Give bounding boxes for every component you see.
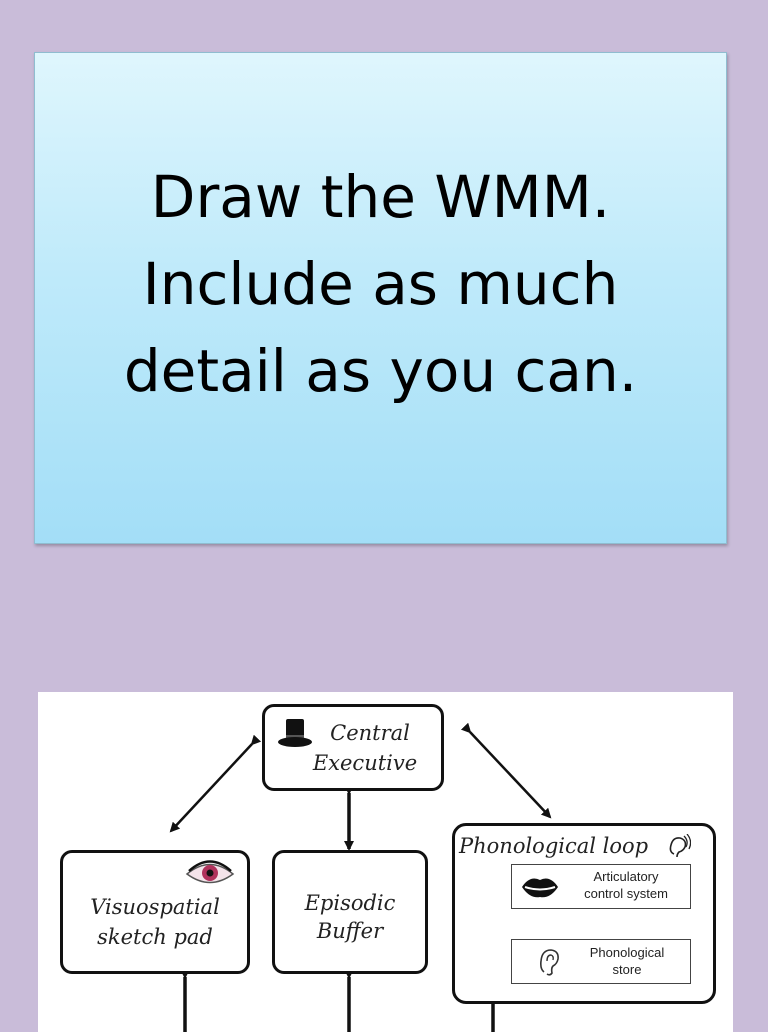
articulatory-label-2: control system — [584, 886, 668, 901]
articulatory-control-box: Articulatory control system — [511, 864, 691, 909]
episodic-buffer-box: Episodic Buffer — [272, 850, 428, 974]
ear-icon — [540, 949, 559, 976]
phonological-loop-box: Phonological loop Articulatory control s… — [452, 823, 716, 1004]
eye-icon — [185, 860, 235, 884]
central-executive-label-1: Central — [330, 721, 410, 745]
episodic-label-1: Episodic — [304, 891, 396, 915]
episodic-label-2: Buffer — [316, 919, 384, 943]
phonological-store-box: Phonological store — [511, 939, 691, 984]
articulatory-label-1: Articulatory — [593, 869, 659, 884]
central-executive-label-2: Executive — [312, 751, 418, 775]
store-label-2: store — [612, 962, 642, 977]
store-label-1: Phonological — [589, 945, 665, 960]
title-card: Draw the WMM. Include as much detail as … — [34, 52, 727, 544]
slide-title: Draw the WMM. Include as much detail as … — [124, 154, 637, 415]
wmm-diagram: Central Executive Visuospatial sketch pa… — [38, 692, 733, 1032]
phonological-loop-label: Phonological loop — [459, 834, 649, 858]
title-line-2: Include as much — [142, 249, 619, 318]
lips-icon — [522, 878, 558, 898]
visuospatial-label-2: sketch pad — [97, 925, 213, 949]
hearing-icon — [669, 834, 691, 858]
title-line-1: Draw the WMM. — [150, 162, 611, 231]
arrow-ce-to-visuospatial — [169, 734, 262, 833]
top-hat-icon — [278, 719, 312, 747]
visuospatial-sketchpad-box: Visuospatial sketch pad — [60, 850, 250, 974]
arrow-ce-to-phonological — [460, 722, 552, 819]
central-executive-box: Central Executive — [262, 704, 444, 791]
visuospatial-label-1: Visuospatial — [90, 895, 220, 919]
title-line-3: detail as you can. — [123, 336, 638, 405]
